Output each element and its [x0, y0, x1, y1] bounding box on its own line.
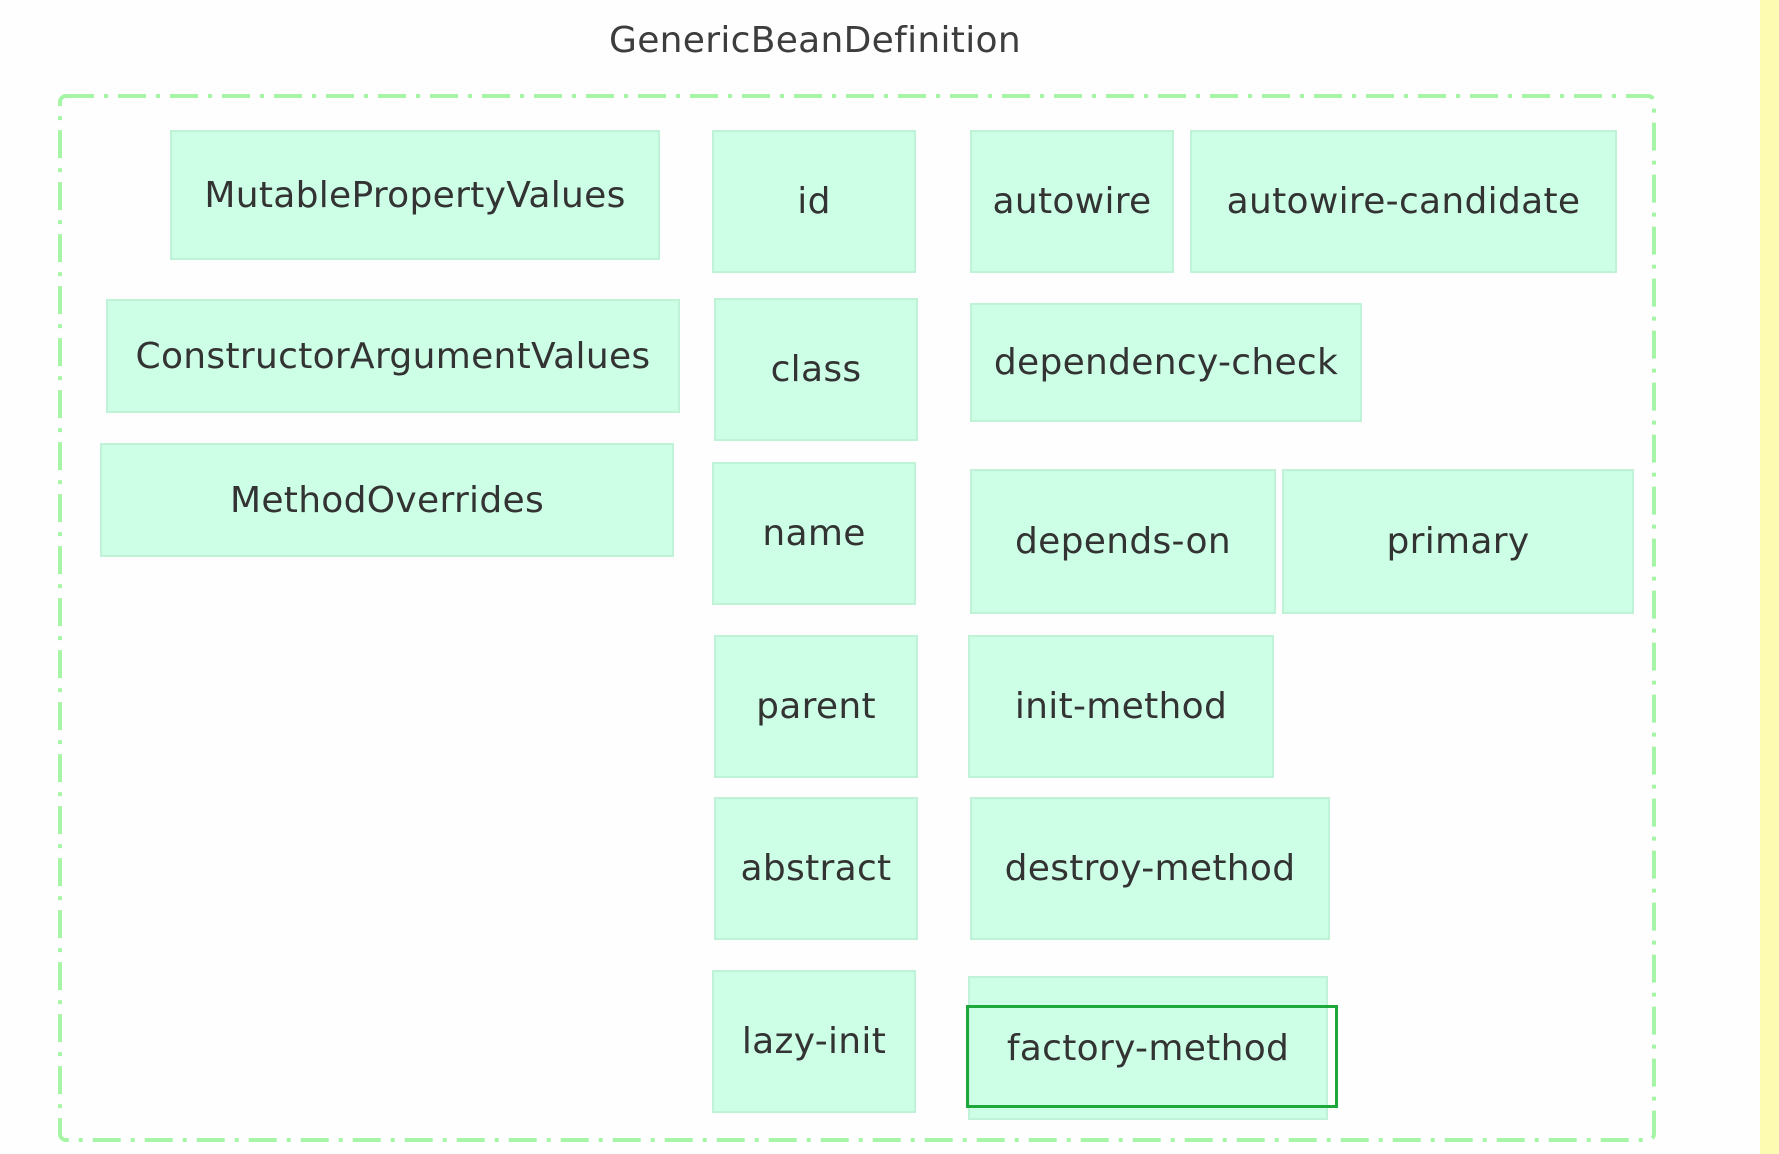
node-constructor-argument-values[interactable]: ConstructorArgumentValues — [106, 299, 680, 413]
node-method-overrides[interactable]: MethodOverrides — [100, 443, 674, 557]
node-label: MutablePropertyValues — [204, 174, 626, 216]
node-dependency-check[interactable]: dependency-check — [970, 303, 1362, 422]
node-label: factory-method — [1006, 1027, 1290, 1069]
node-autowire[interactable]: autowire — [970, 130, 1174, 273]
node-label: MethodOverrides — [229, 479, 545, 521]
node-label: autowire-candidate — [1226, 181, 1581, 222]
node-autowire-candidate[interactable]: autowire-candidate — [1190, 130, 1617, 273]
node-parent[interactable]: parent — [714, 635, 918, 778]
node-label: init-method — [1014, 686, 1228, 727]
node-name[interactable]: name — [712, 462, 916, 605]
node-label: id — [797, 181, 831, 222]
node-id[interactable]: id — [712, 130, 916, 273]
node-destroy-method[interactable]: destroy-method — [970, 797, 1330, 940]
node-label: autowire — [992, 181, 1152, 222]
node-label: ConstructorArgumentValues — [135, 335, 651, 377]
node-lazy-init[interactable]: lazy-init — [712, 970, 916, 1113]
node-label: primary — [1386, 521, 1530, 562]
node-label: dependency-check — [993, 342, 1339, 383]
node-primary[interactable]: primary — [1282, 469, 1634, 614]
node-label: destroy-method — [1004, 848, 1296, 889]
node-mutable-property-values[interactable]: MutablePropertyValues — [170, 130, 660, 260]
node-label: class — [770, 349, 862, 390]
node-label: depends-on — [1015, 521, 1231, 562]
node-label: abstract — [740, 848, 892, 889]
diagram-title: GenericBeanDefinition — [609, 20, 1021, 61]
node-label: lazy-init — [741, 1021, 887, 1062]
node-label: parent — [756, 686, 876, 727]
node-class[interactable]: class — [714, 298, 918, 441]
node-label: name — [762, 513, 866, 554]
node-factory-method[interactable]: factory-method — [968, 976, 1328, 1120]
node-depends-on[interactable]: depends-on — [970, 469, 1276, 614]
side-strip — [1760, 0, 1779, 1154]
node-abstract[interactable]: abstract — [714, 797, 918, 940]
node-init-method[interactable]: init-method — [968, 635, 1274, 778]
